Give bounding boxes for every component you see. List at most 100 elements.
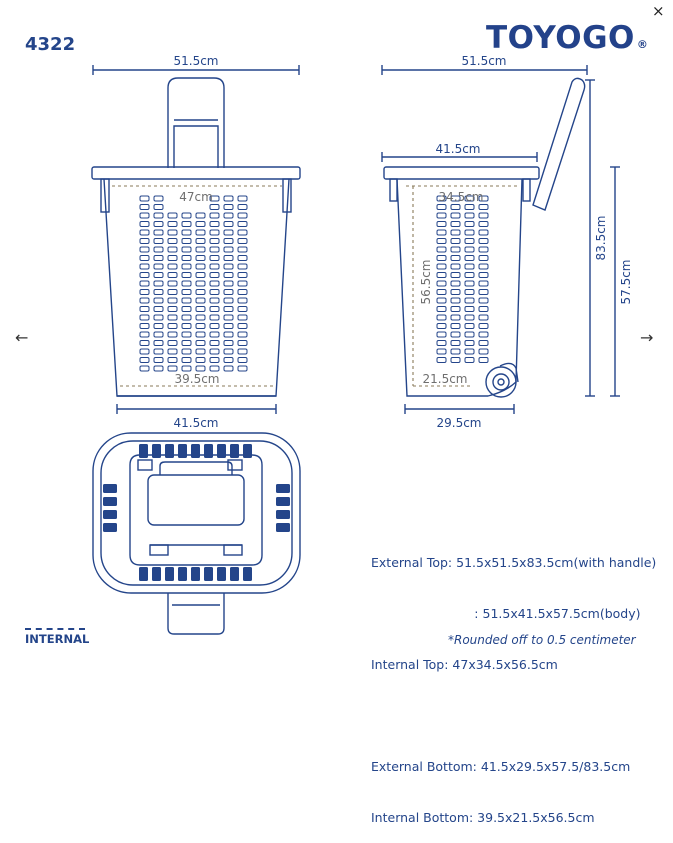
vent-hole — [450, 272, 461, 278]
vent-hole — [478, 314, 489, 321]
vent-hole — [237, 365, 248, 372]
vent-hole — [181, 314, 192, 321]
vent-hole — [223, 238, 234, 244]
vent-hole — [139, 255, 150, 261]
vent-hole — [195, 229, 206, 236]
side-slot — [103, 497, 117, 506]
top-slot — [178, 567, 187, 581]
vent-hole — [436, 195, 447, 202]
vent-hole — [181, 365, 192, 372]
vent-hole — [464, 212, 475, 219]
vent-hole — [209, 365, 220, 372]
vent-hole — [450, 348, 461, 355]
vent-hole — [450, 229, 461, 236]
vent-hole — [464, 238, 475, 244]
top-slot — [178, 444, 187, 458]
vent-hole — [237, 246, 248, 253]
vent-hole — [181, 255, 192, 261]
vent-hole — [153, 195, 164, 202]
vent-hole — [436, 340, 447, 346]
top-slot — [152, 444, 161, 458]
vent-hole — [223, 348, 234, 355]
top-slot — [191, 444, 200, 458]
spec-line: External Top: 51.5x51.5x83.5cm(with hand… — [371, 555, 657, 570]
vent-hole — [139, 246, 150, 253]
vent-hole — [223, 314, 234, 321]
vent-hole — [436, 297, 447, 304]
vent-hole — [167, 331, 178, 338]
vent-hole — [209, 212, 220, 219]
vent-hole — [167, 348, 178, 355]
vent-hole — [181, 246, 192, 253]
vent-hole — [237, 255, 248, 261]
top-view — [92, 432, 301, 635]
front-vent-holes — [139, 195, 248, 372]
vent-hole — [181, 340, 192, 346]
vent-hole — [181, 212, 192, 219]
vent-hole — [195, 365, 206, 372]
vent-hole — [153, 280, 164, 287]
side-internal-bottom-label: 21.5cm — [422, 372, 467, 386]
vent-hole — [478, 348, 489, 355]
vent-hole — [195, 272, 206, 278]
vent-hole — [464, 323, 475, 329]
vent-hole — [478, 238, 489, 244]
vent-hole — [195, 357, 206, 363]
vent-hole — [139, 357, 150, 363]
top-slot — [204, 444, 213, 458]
side-top-width-label: 51.5cm — [461, 54, 506, 68]
vent-hole — [223, 246, 234, 253]
vent-hole — [237, 340, 248, 346]
vent-hole — [223, 195, 234, 202]
vent-hole — [167, 323, 178, 329]
vent-hole — [195, 306, 206, 312]
vent-hole — [450, 195, 461, 202]
vent-hole — [139, 221, 150, 227]
vent-hole — [181, 289, 192, 295]
vent-hole — [450, 212, 461, 219]
front-view — [91, 65, 301, 414]
vent-hole — [153, 348, 164, 355]
vent-hole — [450, 238, 461, 244]
vent-hole — [209, 204, 220, 210]
vent-hole — [450, 246, 461, 253]
internal-legend-line — [25, 628, 85, 630]
vent-hole — [223, 272, 234, 278]
vent-hole — [464, 229, 475, 236]
close-button[interactable]: × — [652, 2, 665, 20]
vent-hole — [237, 280, 248, 287]
spec-list: External Top: 51.5x51.5x83.5cm(with hand… — [371, 520, 656, 843]
vent-hole — [167, 289, 178, 295]
top-slot — [191, 567, 200, 581]
top-slot — [243, 444, 252, 458]
top-slot — [165, 444, 174, 458]
vent-hole — [478, 323, 489, 329]
internal-legend-label: INTERNAL — [25, 632, 90, 646]
vent-hole — [195, 280, 206, 287]
vent-hole — [139, 280, 150, 287]
vent-hole — [237, 212, 248, 219]
vent-hole — [436, 289, 447, 295]
registered-mark: ® — [636, 38, 649, 51]
vent-hole — [450, 204, 461, 210]
vent-hole — [139, 238, 150, 244]
top-slot — [152, 567, 161, 581]
vent-hole — [237, 229, 248, 236]
vent-hole — [153, 340, 164, 346]
next-arrow-icon[interactable]: → — [640, 328, 654, 347]
vent-hole — [436, 246, 447, 253]
vent-hole — [195, 297, 206, 304]
vent-hole — [450, 221, 461, 227]
vent-hole — [237, 331, 248, 338]
vent-hole — [464, 280, 475, 287]
vent-hole — [436, 331, 447, 338]
vent-hole — [209, 314, 220, 321]
vent-hole — [223, 255, 234, 261]
top-slot — [230, 444, 239, 458]
side-total-height-label: 83.5cm — [594, 215, 608, 260]
previous-arrow-icon[interactable]: ← — [15, 328, 29, 347]
vent-hole — [139, 195, 150, 202]
vent-hole — [478, 272, 489, 278]
vent-hole — [450, 297, 461, 304]
vent-hole — [450, 357, 461, 363]
